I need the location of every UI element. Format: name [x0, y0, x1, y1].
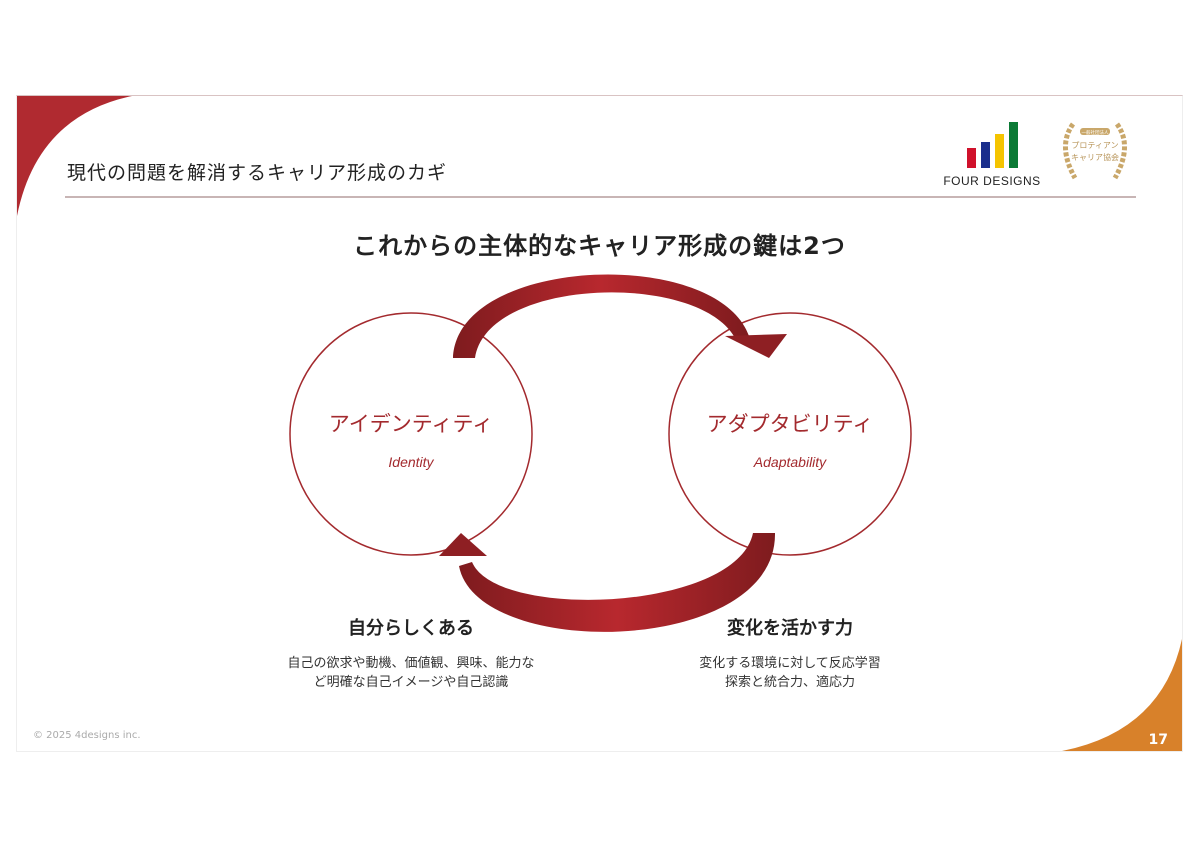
adaptability-circle [668, 312, 912, 556]
corner-decoration-red [17, 96, 132, 216]
title-divider [65, 196, 1136, 198]
svg-text:一般社団法人: 一般社団法人 [1082, 129, 1109, 136]
slide: 現代の問題を解消するキャリア形成のカギ FOUR DESIGNS 一般社団法人 … [16, 95, 1183, 752]
corner-decoration-orange [1062, 639, 1182, 751]
identity-description: 自分らしくある 自己の欲求や動機、価値観、興味、能力など明確な自己イメージや自己… [287, 618, 535, 690]
page-number: 17 [1148, 732, 1168, 748]
bottom-arrow [439, 533, 776, 632]
logo-bars-icon [937, 118, 1047, 168]
identity-label: アイデンティティ Identity [328, 412, 494, 470]
top-arrow [453, 274, 787, 358]
svg-text:キャリア協会: キャリア協会 [1071, 152, 1119, 162]
four-designs-logo: FOUR DESIGNS [937, 118, 1047, 188]
protean-career-seal-icon: 一般社団法人 プロティアン キャリア協会 [1063, 122, 1127, 180]
headline: これからの主体的なキャリア形成の鍵は2つ [353, 232, 846, 260]
logo-text: FOUR DESIGNS [943, 174, 1041, 188]
cycle-diagram [289, 274, 912, 632]
adaptability-description: 変化を活かす力 変化する環境に対して反応学習探索と統合力、適応力 [699, 618, 881, 690]
svg-text:プロティアン: プロティアン [1071, 141, 1118, 150]
slide-title: 現代の問題を解消するキャリア形成のカギ [67, 162, 448, 184]
identity-circle [289, 312, 533, 556]
adaptability-label: アダプタビリティ Adaptability [706, 412, 874, 470]
copyright: © 2025 4designs inc. [33, 730, 141, 741]
